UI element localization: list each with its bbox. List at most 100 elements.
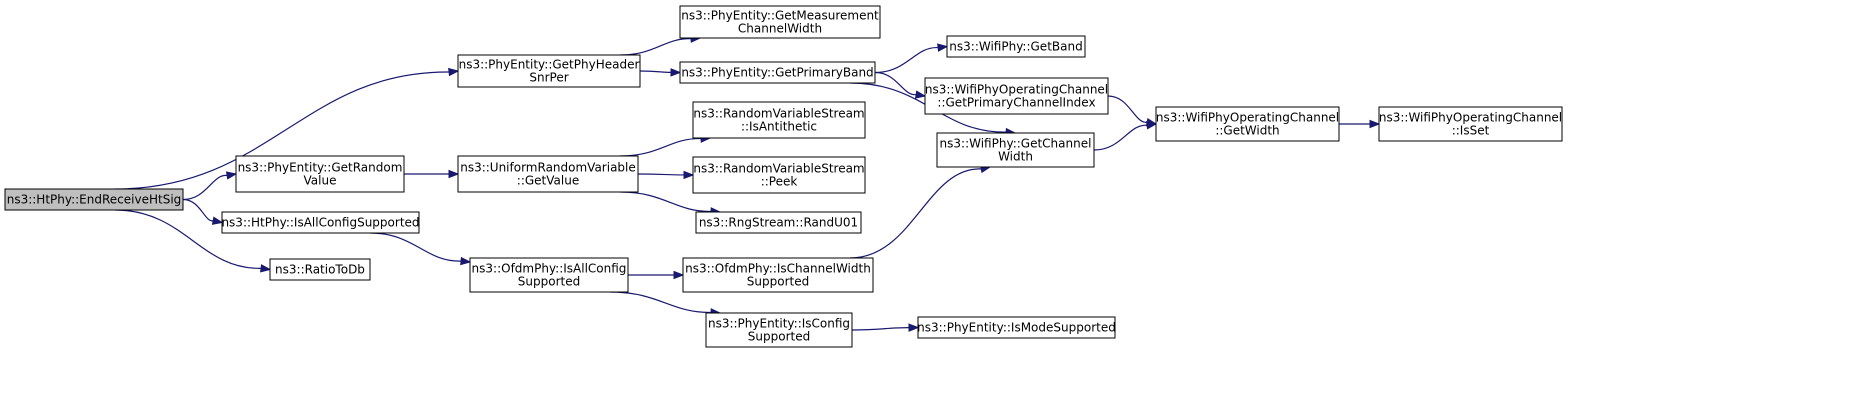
edge-line (182, 174, 228, 201)
edge-operatingGetWidth-to-operatingIsSet (1339, 119, 1381, 129)
node-uniform-get-value[interactable]: ns3::UniformRandomVariable::GetValue (457, 155, 639, 193)
edge-arrowhead (670, 68, 682, 77)
node-box (469, 257, 629, 293)
node-box (679, 61, 876, 84)
edge-arrowhead (448, 67, 460, 77)
edge-endReceiveHtSig-to-isAllConfigSupported (182, 198, 224, 225)
node-box (692, 101, 866, 139)
edge-getPrimaryChannelIndex-to-operatingGetWidth (1107, 95, 1158, 127)
node-label-line: Value (304, 174, 337, 188)
node-get-primary-channel-index[interactable]: ns3::WifiPhyOperatingChannel::GetPrimary… (924, 77, 1109, 115)
edge-line (609, 291, 712, 314)
node-label-line: ns3::PhyEntity::GetPhyHeader (459, 58, 640, 72)
node-label-line: ns3::HtPhy::IsAllConfigSupported (221, 216, 419, 230)
edge-arrowhead (914, 90, 927, 99)
node-is-all-config-supported[interactable]: ns3::HtPhy::IsAllConfigSupported (221, 211, 420, 234)
node-box (221, 211, 420, 234)
edge-line (1107, 95, 1148, 123)
edge-getPhyHeaderSnrPer-to-getPrimaryBand (639, 68, 682, 77)
node-box (679, 5, 881, 39)
edge-arrowhead (683, 170, 695, 180)
node-label-line: ::GetPrimaryChannelIndex (937, 96, 1095, 110)
node-label-line: ns3::RngStream::RandU01 (699, 216, 858, 230)
node-label-line: Supported (748, 330, 810, 344)
node-operating-is-set[interactable]: ns3::WifiPhyOperatingChannel::IsSet (1378, 106, 1563, 142)
edge-getPrimaryBand-to-getPrimaryChannelIndex (874, 71, 927, 99)
node-label-line: ns3::RatioToDb (275, 263, 365, 277)
edge-line (619, 191, 712, 213)
edge-line (874, 71, 917, 96)
node-label-line: ::Peek (761, 175, 798, 189)
node-box (692, 156, 866, 194)
edge-endReceiveHtSig-to-getRandomValue (182, 171, 238, 201)
node-label-line: ns3::HtPhy::EndReceiveHtSig (7, 193, 182, 207)
node-rand-u01[interactable]: ns3::RngStream::RandU01 (695, 211, 862, 234)
edge-arrowhead (1369, 119, 1381, 129)
node-label-line: ::IsSet (1452, 124, 1490, 138)
node-label-line: SnrPer (529, 71, 568, 85)
edge-endReceiveHtSig-to-getPhyHeaderSnrPer (114, 67, 460, 190)
node-is-antithetic[interactable]: ns3::RandomVariableStream::IsAntithetic (692, 101, 866, 139)
node-label-line: ns3::OfdmPhy::IsChannelWidth (685, 262, 871, 276)
node-label-line: ns3::PhyEntity::GetPrimaryBand (681, 66, 873, 80)
node-get-primary-band[interactable]: ns3::PhyEntity::GetPrimaryBand (679, 61, 876, 84)
node-box (457, 54, 641, 88)
edge-arrowhead (460, 256, 472, 266)
node-is-mode-supported[interactable]: ns3::PhyEntity::IsModeSupported (917, 316, 1116, 339)
node-label-line: ns3::RandomVariableStream (693, 162, 864, 176)
edge-getPrimaryBand-to-getBand (874, 43, 949, 74)
edge-arrowhead (1146, 121, 1158, 130)
node-label-line: ns3::PhyEntity::IsConfig (708, 317, 850, 331)
node-box (705, 312, 853, 348)
node-ratio-to-db[interactable]: ns3::RatioToDb (269, 258, 371, 281)
node-box (936, 132, 1095, 168)
node-box (924, 77, 1109, 115)
node-label-line: ::GetValue (517, 174, 579, 188)
edge-isAllConfigSupported-to-ofdmIsAllConfigSupported (369, 232, 472, 266)
edge-isConfigSupported-to-isModeSupported (851, 323, 920, 332)
edge-line (114, 209, 262, 269)
edge-getChannelWidth-to-operatingGetWidth (1093, 121, 1158, 151)
node-label-line: ns3::OfdmPhy::IsAllConfig (472, 262, 627, 276)
node-label-line: ns3::PhyEntity::IsModeSupported (917, 321, 1116, 335)
node-box (917, 316, 1116, 339)
node-box (946, 35, 1086, 58)
node-box (1378, 106, 1563, 142)
node-get-measurement-channel-width[interactable]: ns3::PhyEntity::GetMeasurementChannelWid… (679, 5, 881, 39)
node-label-line: ns3::WifiPhyOperatingChannel (925, 83, 1108, 97)
node-peek[interactable]: ns3::RandomVariableStream::Peek (692, 156, 866, 194)
node-label-line: Supported (518, 275, 580, 289)
edge-line (619, 38, 692, 56)
node-label-line: ns3::WifiPhy::GetChannel (940, 137, 1092, 151)
node-label-line: ns3::WifiPhyOperatingChannel (1379, 111, 1562, 125)
node-box (4, 188, 184, 211)
edge-arrowhead (260, 264, 272, 273)
edge-arrowhead (937, 43, 949, 52)
edge-uniformGetValue-to-peek (637, 170, 695, 180)
node-label-line: Supported (747, 275, 809, 289)
edge-ofdmIsAllConfigSupported-to-ofdmIsChannelWidthSupported (627, 270, 685, 280)
node-get-band[interactable]: ns3::WifiPhy::GetBand (946, 35, 1086, 58)
node-box (235, 155, 405, 193)
node-box (457, 155, 639, 193)
edge-endReceiveHtSig-to-ratioToDb (114, 209, 272, 273)
node-ofdm-is-all-config-supported[interactable]: ns3::OfdmPhy::IsAllConfigSupported (469, 257, 629, 293)
edge-line (1093, 124, 1148, 151)
edge-getRandomValue-to-uniformGetValue (404, 169, 460, 179)
node-label-line: ::GetWidth (1215, 124, 1279, 138)
function-nodes: ns3::HtPhy::EndReceiveHtSigns3::PhyEntit… (4, 5, 1563, 348)
node-label-line: ChannelWidth (738, 22, 822, 36)
node-operating-get-width[interactable]: ns3::WifiPhyOperatingChannel::GetWidth (1155, 106, 1340, 142)
node-end-receive-ht-sig[interactable]: ns3::HtPhy::EndReceiveHtSig (4, 188, 184, 211)
node-label-line: ns3::RandomVariableStream (693, 107, 864, 121)
node-label-line: Width (998, 150, 1033, 164)
node-label-line: ns3::PhyEntity::GetMeasurement (681, 9, 879, 23)
node-box (1155, 106, 1340, 142)
node-box (695, 211, 862, 234)
